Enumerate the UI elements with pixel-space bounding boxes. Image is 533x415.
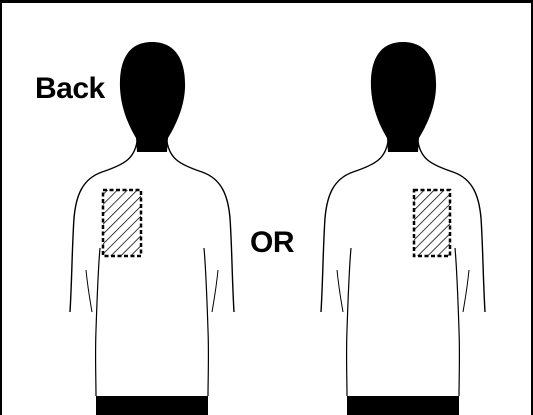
left-waistband xyxy=(96,396,208,415)
right-body-outline xyxy=(321,142,388,312)
or-label: OR xyxy=(250,228,294,258)
right-torso-figure xyxy=(321,42,485,415)
left-patch-area xyxy=(103,190,141,256)
right-patch-area xyxy=(414,190,450,256)
right-waistband xyxy=(347,396,459,415)
left-head xyxy=(120,42,185,152)
back-label: Back xyxy=(35,74,105,104)
right-head xyxy=(371,42,436,152)
